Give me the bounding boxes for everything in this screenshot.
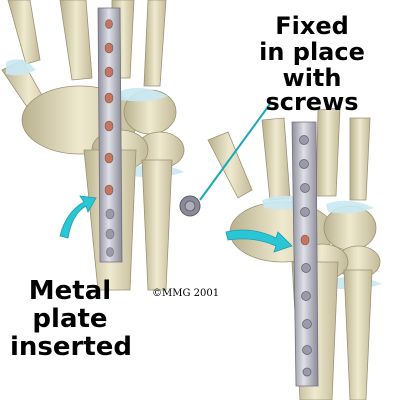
metal-plate-inserted-label: Metal plate inserted: [10, 276, 133, 362]
left-wrist-bones: [1, 0, 185, 291]
fixed-in-place-label: Fixed in place with screws: [259, 12, 365, 116]
insert-arrow-icon: [59, 195, 97, 239]
screw-icon: [179, 195, 201, 217]
left-metal-plate: [97, 7, 123, 263]
pointer-line: [199, 103, 271, 201]
fix-arrow-icon: [225, 229, 293, 253]
right-metal-plate: [291, 121, 319, 387]
copyright-text: ©MMG 2001: [152, 288, 220, 299]
